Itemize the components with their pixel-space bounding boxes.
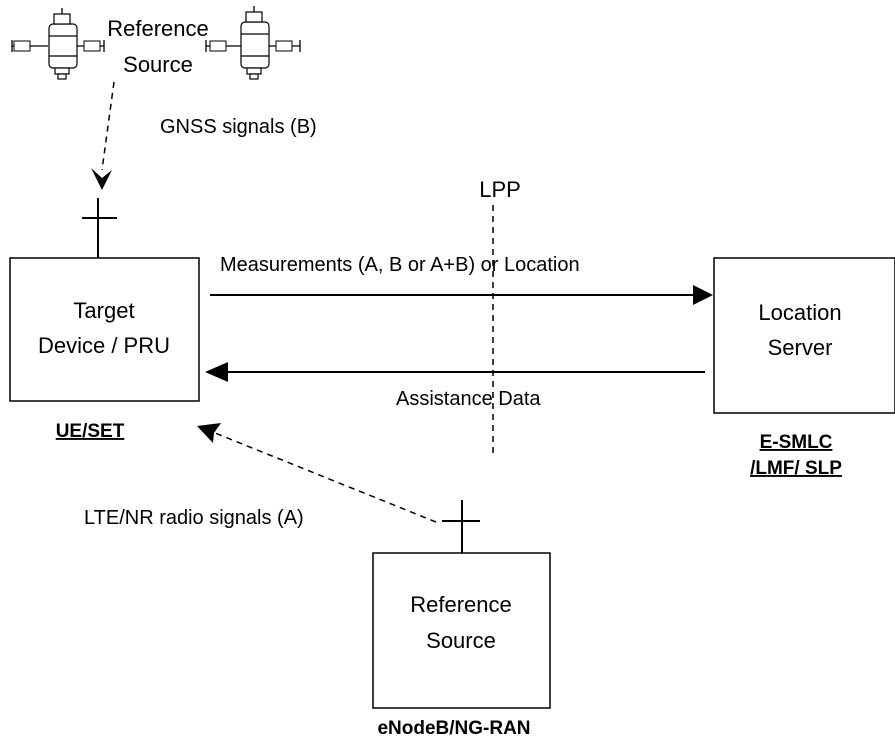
target-device-line2: Device / PRU bbox=[38, 333, 170, 358]
target-antenna-icon bbox=[82, 198, 117, 258]
base-station-line2: Source bbox=[426, 628, 496, 653]
location-server-line2: Server bbox=[768, 335, 833, 360]
gnss-signal-arrow bbox=[91, 81, 115, 190]
base-station-caption: eNodeB/NG-RAN bbox=[377, 718, 530, 739]
assistance-label: Assistance Data bbox=[396, 388, 541, 410]
satellite-source-label-line2: Source bbox=[123, 52, 193, 77]
satellite-source-label-line1: Reference bbox=[107, 16, 209, 41]
satellite-left-icon bbox=[11, 8, 105, 80]
measurements-arrow bbox=[210, 285, 713, 305]
radio-signal-label: LTE/NR radio signals (A) bbox=[84, 507, 304, 529]
base-station-line1: Reference bbox=[410, 592, 512, 617]
gnss-signal-label: GNSS signals (B) bbox=[160, 116, 317, 138]
location-server-caption-line2: /LMF/ SLP bbox=[750, 458, 842, 479]
location-server-box bbox=[713, 257, 895, 414]
target-device-caption: UE/SET bbox=[56, 421, 125, 442]
radio-signal-arrow bbox=[197, 423, 437, 523]
base-station-box bbox=[372, 552, 551, 709]
target-device-box bbox=[9, 257, 200, 402]
location-server-caption-line1: E-SMLC bbox=[760, 432, 833, 453]
measurements-label: Measurements (A, B or A+B) or Location bbox=[220, 254, 580, 276]
base-station-antenna-icon bbox=[442, 500, 480, 553]
assistance-arrow bbox=[205, 362, 705, 382]
location-server-line1: Location bbox=[758, 300, 841, 325]
satellite-right-icon bbox=[205, 6, 301, 80]
target-device-line1: Target bbox=[73, 298, 134, 323]
lpp-label: LPP bbox=[479, 177, 521, 202]
